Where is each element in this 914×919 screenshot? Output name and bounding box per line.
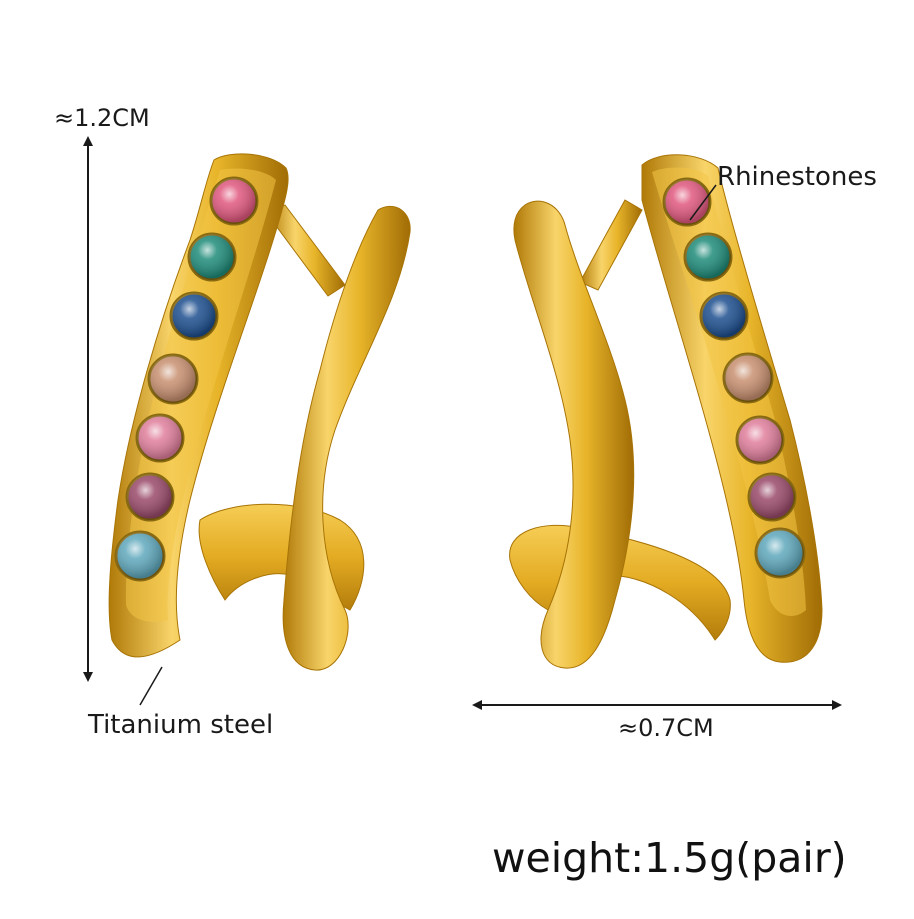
left-earring-stones — [114, 176, 259, 582]
left-earring-curved-prong — [282, 205, 411, 671]
material-annotation: Titanium steel — [88, 710, 274, 740]
left-earring-back-curl — [198, 503, 365, 611]
rhinestones-leader-line — [689, 184, 717, 221]
right-earring — [509, 154, 823, 669]
right-earring-stones — [662, 177, 806, 579]
rhinestones-annotation: Rhinestones — [717, 162, 877, 192]
material-leader-line — [139, 666, 163, 706]
height-annotation: ≈1.2CM — [54, 104, 150, 132]
right-earring-post — [579, 199, 643, 291]
right-earring-curved-prong — [513, 200, 635, 669]
weight-caption: weight:1.5g(pair) — [492, 834, 847, 882]
left-earring — [108, 153, 411, 671]
width-annotation: ≈0.7CM — [618, 714, 714, 742]
